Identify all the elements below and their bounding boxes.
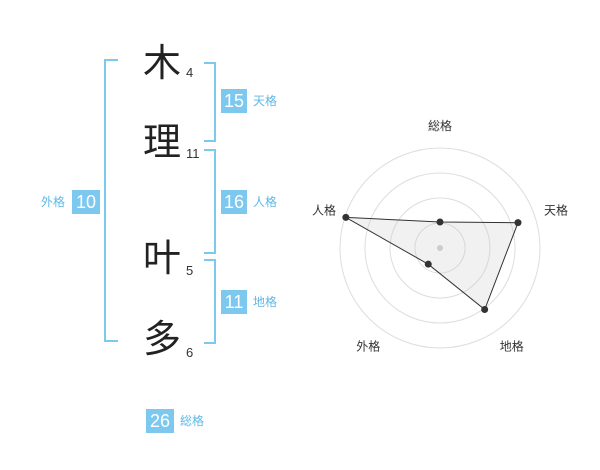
stroke-count-3: 5 xyxy=(186,263,194,278)
stroke-count-1: 4 xyxy=(186,65,194,80)
radar-axis-label-0: 総格 xyxy=(428,118,452,133)
radar-axis-label-1: 天格 xyxy=(544,202,568,217)
radar-data-polygon xyxy=(345,216,519,311)
soukaku-label: 総格 xyxy=(180,414,205,428)
radar-points xyxy=(342,213,522,313)
stroke-count-4: 6 xyxy=(186,345,194,360)
jinkaku-label: 人格 xyxy=(253,195,278,209)
tenkaku-bracket xyxy=(204,62,216,142)
radar-center-dot xyxy=(437,245,443,251)
name-char-3: 叶 xyxy=(142,236,181,280)
radar-axis-label-3: 外格 xyxy=(356,339,380,354)
soukaku-value: 26 xyxy=(146,409,174,433)
jinkaku-value: 16 xyxy=(221,190,247,214)
chikaku-label: 地格 xyxy=(253,295,278,309)
tenkaku-value: 15 xyxy=(221,89,247,113)
jinkaku-bracket xyxy=(204,149,216,254)
gaikaku-value: 10 xyxy=(72,190,100,214)
radar-axis-label-2: 地格 xyxy=(500,339,524,354)
chikaku-value: 11 xyxy=(221,290,247,314)
radar-point-1 xyxy=(514,219,522,227)
radar-point-4 xyxy=(342,213,350,221)
radar-ring-3 xyxy=(364,172,516,324)
tenkaku-label: 天格 xyxy=(253,94,278,108)
radar-grid xyxy=(339,147,541,349)
radar-ring-2 xyxy=(389,197,491,299)
radar-ring-4 xyxy=(339,147,541,349)
name-char-2: 理 xyxy=(142,120,181,164)
radar-point-0 xyxy=(436,218,444,226)
radar-point-3 xyxy=(424,260,432,268)
stroke-count-2: 11 xyxy=(186,146,200,161)
name-char-4: 多 xyxy=(142,317,181,361)
radar-axis-label-4: 人格 xyxy=(312,202,336,217)
chikaku-bracket xyxy=(204,259,216,344)
radar-point-2 xyxy=(481,305,489,313)
gaikaku-bracket xyxy=(104,59,118,342)
name-char-1: 木 xyxy=(142,41,181,85)
gaikaku-label: 外格 xyxy=(41,195,66,209)
